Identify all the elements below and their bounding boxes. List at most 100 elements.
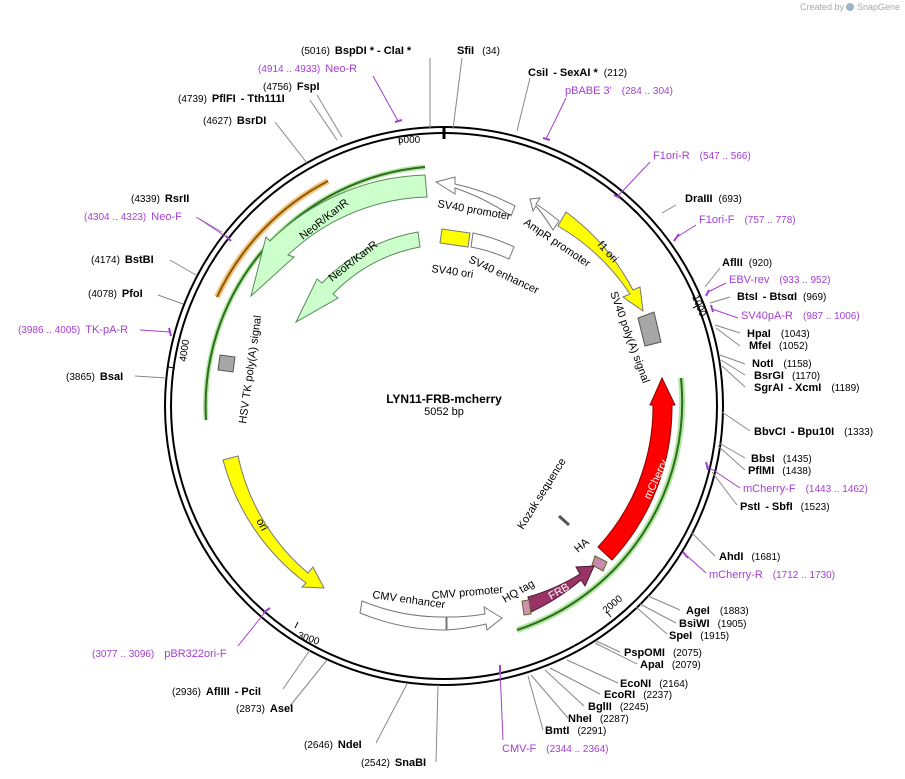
enzyme-afliii[interactable]: (2936)AflIII-PciI (172, 686, 261, 698)
neokanr-outer-arrow[interactable] (250, 174, 428, 298)
enzyme-xcmi-name: XcmI (795, 382, 821, 394)
leader-bbsi (718, 442, 746, 459)
plasmid-name: LYN11-FRB-mcherry (386, 392, 502, 406)
sv40-ori-box[interactable] (439, 228, 471, 248)
enzyme-asei[interactable]: (2873) AseI (236, 703, 293, 715)
sv40-promoter-arrow[interactable] (434, 176, 516, 217)
primer-mcherry-f[interactable]: mCherry-F(1443 .. 1462) (743, 483, 868, 495)
enzyme-sfii[interactable]: SfiI(34) (457, 45, 500, 57)
enzyme-pflmi[interactable]: PflMI(1438) (748, 465, 811, 477)
enzyme-apai-pos: (2079) (672, 660, 701, 671)
enzyme-fspi[interactable]: (4756)FspI (263, 81, 320, 93)
primer-neo-r[interactable]: (4914 .. 4933)Neo-R (258, 63, 357, 75)
enzyme-spei[interactable]: SpeI(1915) (669, 630, 729, 642)
enzyme-snabi-name: SnaBI (395, 757, 426, 769)
primer-f1ori-r[interactable]: F1ori-R(547 .. 566) (653, 150, 751, 162)
hsv-tk-polya-box[interactable] (217, 354, 236, 373)
enzyme-btsi-pos: (969) (803, 292, 826, 303)
sv40-enhancer-box[interactable] (470, 232, 515, 260)
enzyme-csii[interactable]: CsiI-SexAI *(212) (528, 67, 627, 79)
enzyme-asei-pos: (2873) (236, 704, 265, 715)
enzyme-bsrdi[interactable]: (4627)BsrDI (203, 115, 266, 127)
enzyme-agei[interactable]: AgeI(1883) (686, 605, 749, 617)
enzyme-noti-pos: (1158) (783, 359, 811, 370)
enzyme-sgrai[interactable]: SgrAI-XcmI(1189) (754, 382, 859, 394)
sv40-polya-box[interactable] (637, 311, 662, 347)
enzyme-draiii[interactable]: DraIII(693) (685, 193, 742, 205)
enzyme-bstbi-name: BstBI (125, 254, 154, 266)
enzyme-ecori[interactable]: EcoRI(2237) (604, 689, 672, 701)
enzyme-bbvci-name: BbvCI (754, 426, 786, 438)
primer-neo-f[interactable]: (4304 .. 4323)Neo-F (84, 211, 182, 223)
enzyme-bglii-name: BglII (588, 701, 612, 713)
primer-mcherry-r[interactable]: mCherry-R(1712 .. 1730) (709, 569, 835, 581)
snapgene-logo-icon (846, 3, 854, 11)
leader-aflii (704, 267, 721, 288)
enzyme-rsrii[interactable]: (4339)RsrII (131, 193, 189, 205)
enzyme-bstbi[interactable]: (4174)BstBI (91, 254, 154, 266)
primer-neo-r-range: (4914 .. 4933) (258, 64, 320, 75)
enzyme-csii-name: CsiI (528, 67, 548, 79)
enzyme-bpu10i-name: Bpu10I (797, 426, 834, 438)
enzyme-bspdi[interactable]: (5016)BspDI *-ClaI * (301, 45, 412, 57)
enzyme-pspomi[interactable]: PspOMI(2075) (624, 647, 702, 659)
enzyme-bbvci[interactable]: BbvCI-Bpu10I(1333) (754, 426, 873, 438)
enzyme-bsrgi[interactable]: BsrGI(1170) (754, 370, 820, 382)
enzyme-hpai[interactable]: HpaI(1043) (747, 328, 810, 340)
enzyme-ahdi[interactable]: AhdI(1681) (719, 551, 780, 563)
enzyme-psti-name: PstI (740, 501, 760, 513)
primer-leader-ebv (707, 282, 727, 293)
primer-cmv-f[interactable]: CMV-F(2344 .. 2364) (502, 743, 609, 755)
orange-outline-line (216, 180, 329, 298)
enzyme-noti[interactable]: NotI(1158) (752, 358, 812, 370)
cmv-enhancer-box[interactable] (359, 600, 447, 631)
enzyme-ndei[interactable]: (2646)NdeI (304, 739, 362, 751)
hq-tag-box[interactable] (521, 599, 532, 616)
leader-bmti (527, 675, 544, 731)
primer-pbr322ori-f[interactable]: (3077 .. 3096)pBR322ori-F (92, 648, 227, 660)
neokanr-inner-arrow[interactable] (294, 231, 421, 324)
primer-mark-sv40pa (710, 304, 714, 313)
enzyme-snabi[interactable]: (2542)SnaBI (361, 757, 426, 769)
kozak-mark (557, 514, 571, 527)
ori-arrow[interactable] (222, 455, 325, 589)
enzyme-btsai-name: BtsαI (769, 291, 797, 303)
enzyme-bbsi-pos: (1435) (783, 454, 812, 465)
leader-psti (711, 471, 738, 506)
f1-ori-arrow[interactable] (557, 211, 644, 313)
enzyme-afliii-name: AflIII (206, 686, 230, 698)
mcherry-arrow[interactable] (597, 376, 676, 561)
enzyme-bsiwi[interactable]: BsiWI(1905) (679, 618, 746, 630)
enzyme-apai[interactable]: ApaI(2079) (640, 659, 701, 671)
enzyme-pflfi[interactable]: (4739)PflFI-Tth111I (178, 93, 285, 105)
leader-bsiwi (639, 603, 677, 624)
primer-f1ori-f[interactable]: F1ori-F(757 .. 778) (699, 214, 796, 226)
primer-leader-neo-r (372, 75, 399, 122)
enzyme-agei-name: AgeI (686, 605, 710, 617)
enzyme-bmti[interactable]: BmtI(2291) (545, 725, 606, 737)
enzyme-mfei-name: MfeI (749, 340, 771, 352)
primer-tk-pa-r[interactable]: (3986 .. 4005)TK-pA-R (18, 324, 128, 336)
tick-1000 (692, 304, 700, 309)
enzyme-btsi[interactable]: BtsI-BtsαI(969) (737, 291, 826, 303)
enzyme-bbsi[interactable]: BbsI(1435) (751, 453, 812, 465)
enzyme-bsai[interactable]: (3865)BsaI (66, 371, 123, 383)
snapgene-brand: Created by SnapGene (800, 2, 900, 12)
enzyme-asei-name: AseI (270, 703, 293, 715)
enzyme-pfoi[interactable]: (4078)PfoI (88, 288, 143, 300)
primer-sv40pa-r[interactable]: SV40pA-R(987 .. 1006) (741, 310, 860, 322)
enzyme-nhei[interactable]: NheI(2287) (568, 713, 629, 725)
primer-ebv-rev[interactable]: EBV-rev(933 .. 952) (729, 274, 831, 286)
enzyme-fspi-name: FspI (297, 81, 320, 93)
enzyme-bglii[interactable]: BglII(2245) (588, 701, 649, 713)
enzyme-psti[interactable]: PstI-SbfI(1523) (740, 501, 830, 513)
enzyme-hpai-name: HpaI (747, 328, 771, 340)
ampr-promoter-arrow[interactable] (529, 197, 560, 231)
enzyme-mfei[interactable]: MfeI(1052) (749, 340, 808, 352)
enzyme-aflii[interactable]: AflII(920) (722, 257, 772, 269)
primer-pbabe[interactable]: pBABE 3'(284 .. 304) (565, 85, 673, 97)
frb-arrow[interactable] (527, 565, 595, 613)
ha-tag-box[interactable] (591, 555, 608, 572)
enzyme-econi[interactable]: EcoNI(2164) (620, 678, 688, 690)
cmv-promoter-arrow[interactable] (446, 606, 503, 631)
